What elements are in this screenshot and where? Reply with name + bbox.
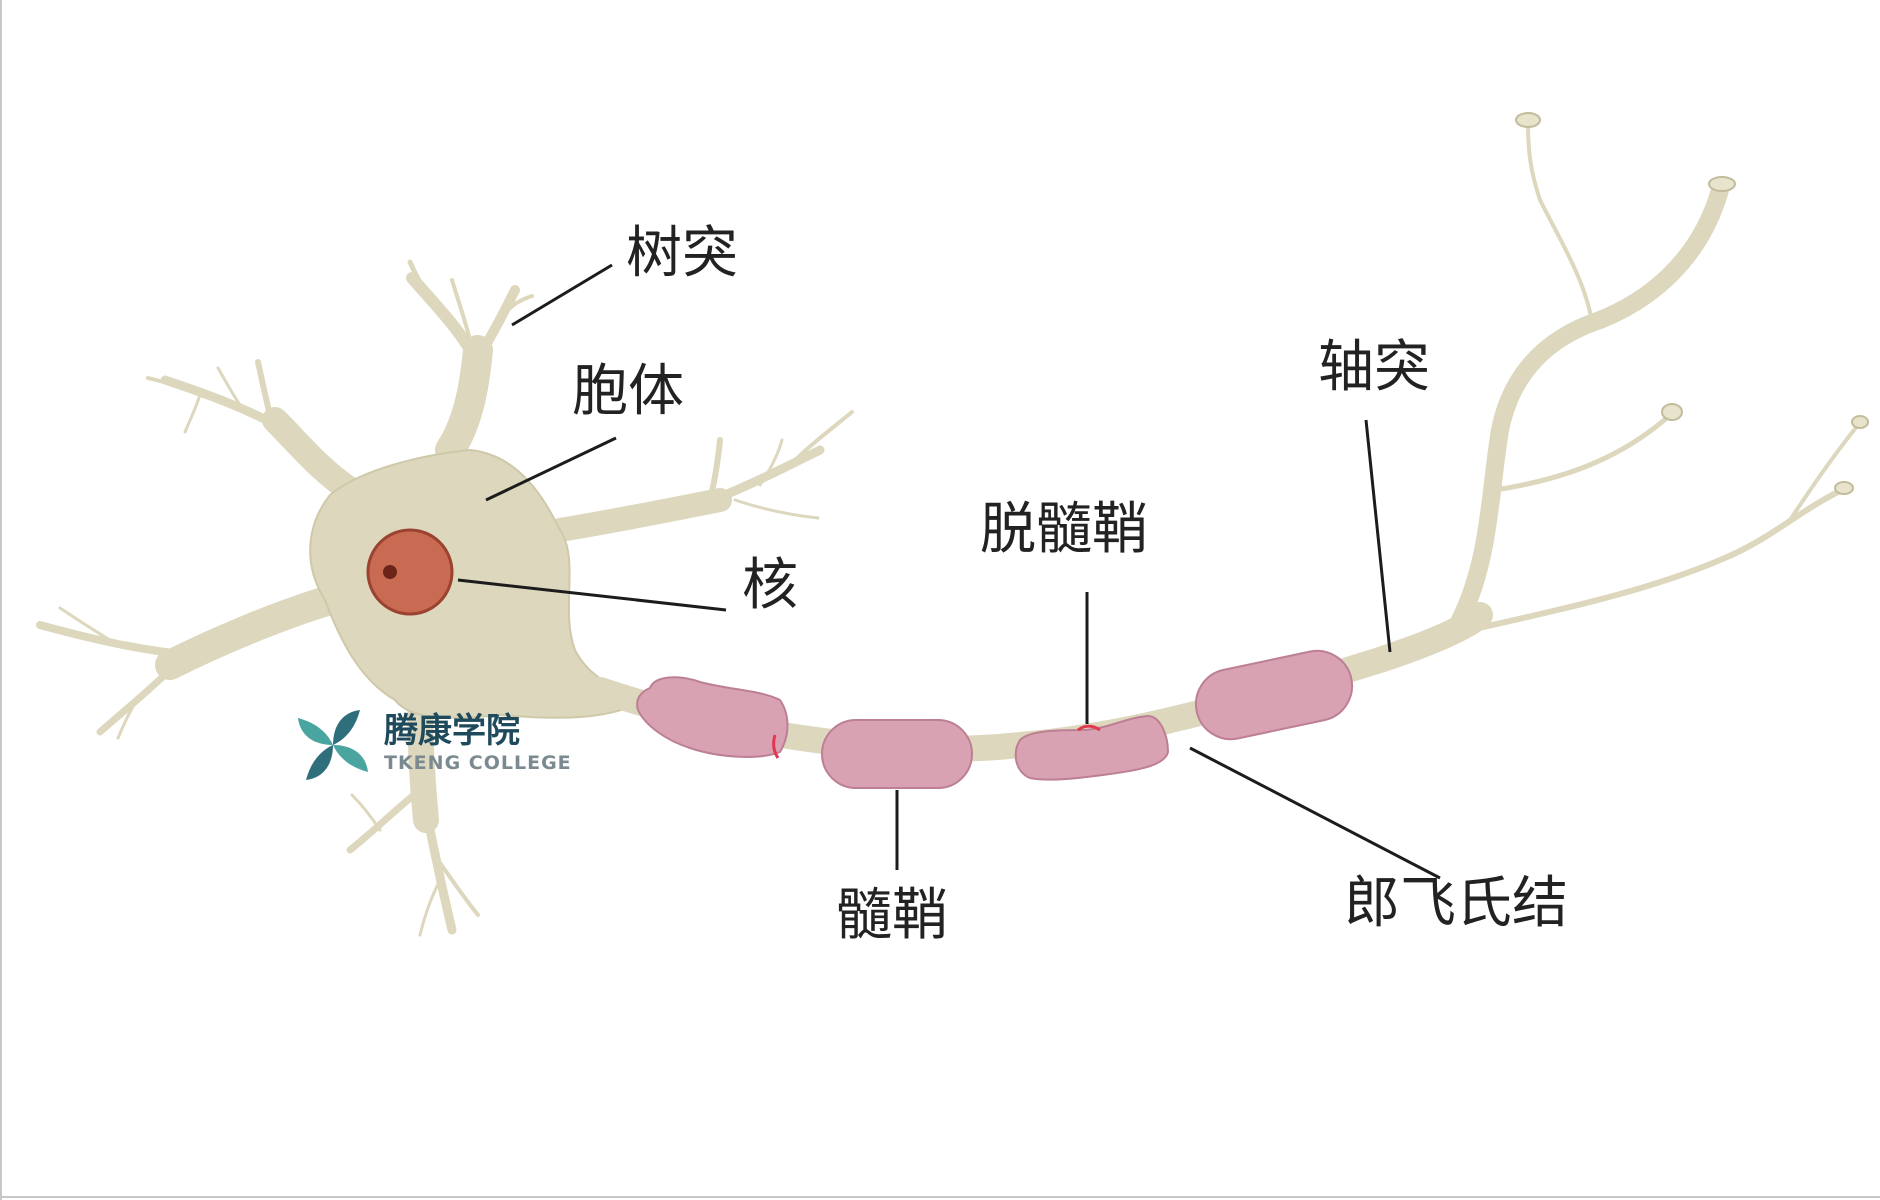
dendrite-upper-twig-a: [407, 259, 448, 323]
dendrite-upper-twig-b: [450, 278, 472, 342]
dendrite-upper-left-twig-a: [146, 376, 222, 402]
image-bottom-border: [0, 1196, 1880, 1198]
axon-terminal-lower: [1467, 487, 1845, 633]
terminal-knob: [1515, 112, 1541, 128]
pinwheel-logo-icon: [298, 710, 368, 780]
myelin-segment-2: [821, 719, 973, 789]
axon-terminal-main: [1451, 181, 1729, 629]
dendrite-lower-branch-b: [346, 786, 424, 854]
dendrite-lower-twig-b: [418, 878, 442, 937]
leader-axon: [1364, 419, 1392, 653]
axon-terminals: [1451, 120, 1860, 633]
cell-body: [309, 448, 648, 719]
terminal-knob: [1851, 415, 1869, 429]
label-demyelination: 脱髓鞘: [980, 497, 1148, 562]
dendrite-left-branch-a: [36, 621, 194, 659]
dendrite-upper-right-branch-a: [695, 445, 825, 510]
dendrites: [36, 259, 854, 937]
leader-dendrite: [511, 263, 613, 327]
terminal-knob: [1834, 481, 1854, 495]
image-left-border: [0, 0, 2, 1200]
dendrite-lower-twig-c: [350, 793, 382, 832]
dendrite-upper-left-twig-b: [216, 366, 242, 407]
nucleolus: [383, 565, 397, 579]
dendrite-upper-branch-b: [475, 285, 520, 360]
dendrite-upper-right-twig-b: [758, 438, 784, 487]
myelin-segment-1: [636, 676, 789, 758]
dendrite-left: [155, 585, 345, 680]
dendrite-left-twig-b: [116, 693, 142, 740]
watermark-logo: 腾康学院 TKENG COLLEGE: [288, 700, 571, 800]
leader-nucleus: [457, 578, 727, 612]
label-dendrite: 树突: [626, 221, 738, 286]
dendrite-upper-right-branch-b: [707, 437, 723, 503]
dendrite-upper-twig-c: [498, 294, 534, 322]
dendrite-lower-twig-a: [436, 858, 480, 917]
dendrite-upper-right-twig-a: [788, 410, 854, 467]
leader-cell-body: [485, 436, 617, 502]
label-myelin-sheath: 髓鞘: [836, 883, 948, 948]
terminal-knob: [1708, 176, 1736, 192]
label-nucleus: 核: [742, 553, 798, 618]
myelin-segment-3: [1014, 714, 1170, 781]
axon-terminal-knobs: [1515, 112, 1869, 495]
myelin-sheaths: [636, 649, 1354, 789]
demyelination-mark-2: [1077, 724, 1101, 732]
axon-terminal-top: [1526, 120, 1594, 324]
label-node-of-ranvier: 郎飞氏结: [1344, 871, 1568, 936]
logo-subtitle: TKENG COLLEGE: [384, 752, 572, 774]
logo-name: 腾康学院: [384, 711, 520, 751]
dendrite-upper-left-branch-b: [255, 359, 273, 418]
demyelination-mark-1: [772, 734, 780, 759]
label-cell-body: 胞体: [572, 359, 684, 424]
terminal-knob: [1661, 403, 1683, 421]
axon-terminal-middle: [1492, 412, 1673, 493]
axon-terminal-lower-fork: [1788, 423, 1860, 522]
dendrite-upper-left-twig-c: [183, 393, 202, 434]
dendrite-upper-right-twig-c: [733, 498, 820, 520]
leader-lines: [457, 263, 1441, 880]
label-axon: 轴突: [1318, 335, 1430, 400]
leader-node-of-ranvier: [1189, 746, 1441, 880]
dendrite-left-twig-a: [58, 606, 112, 642]
nucleus: [366, 528, 454, 616]
myelin-segment-4: [1194, 649, 1354, 741]
